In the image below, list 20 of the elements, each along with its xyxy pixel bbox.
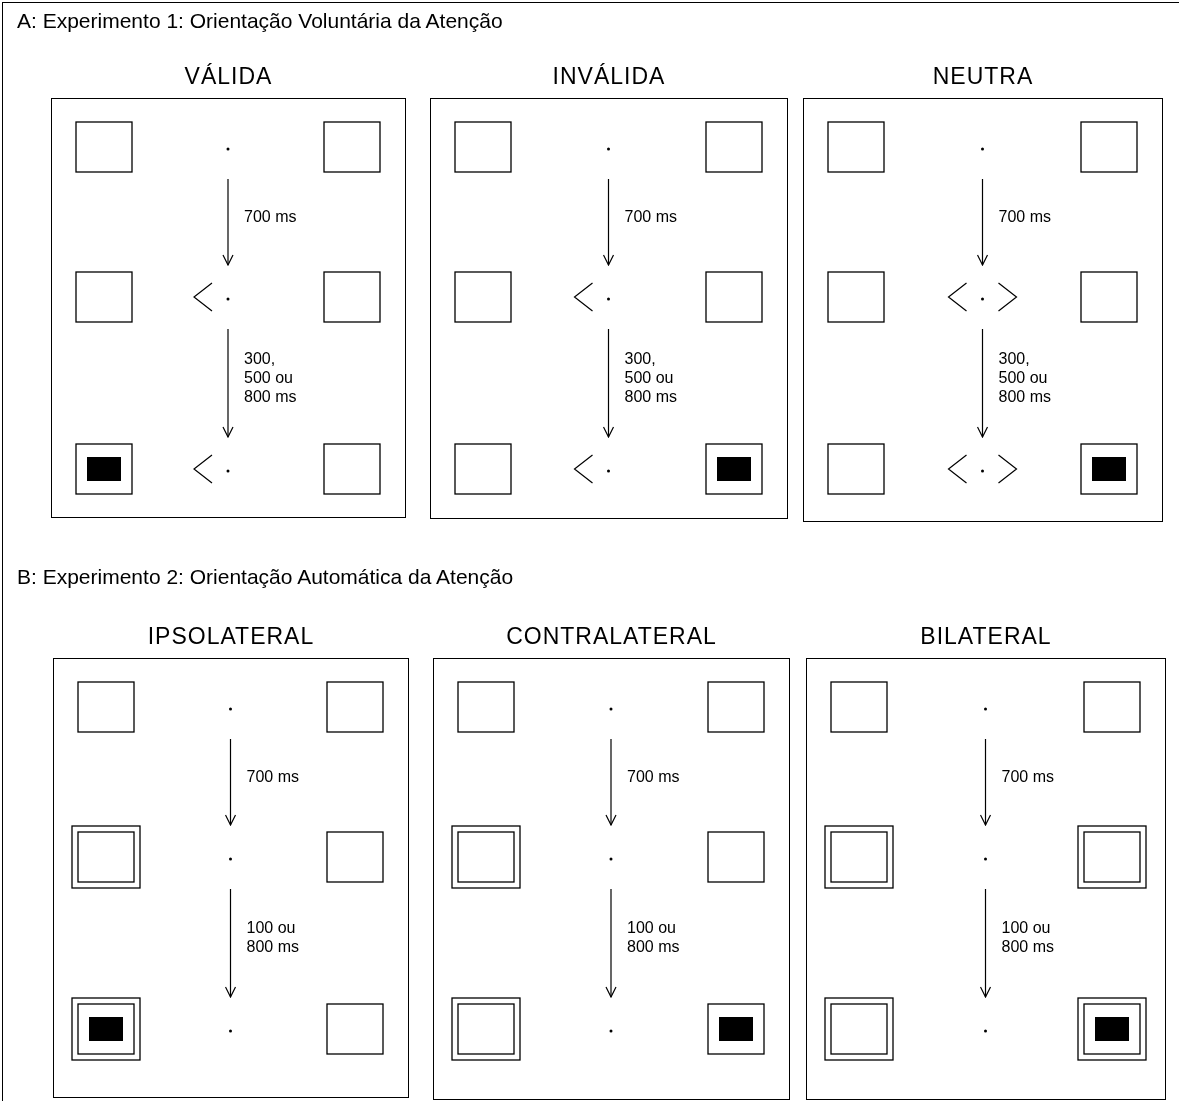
arrow (605, 888, 617, 998)
arrow (605, 738, 617, 826)
condition-heading: BILATERAL (920, 622, 1052, 650)
arrow (602, 178, 615, 266)
arrow (224, 738, 237, 826)
arrow (979, 888, 992, 998)
arrow (979, 738, 992, 826)
arrow (222, 178, 234, 266)
condition-heading: INVÁLIDA (552, 62, 666, 90)
condition-heading: CONTRALATERAL (506, 622, 717, 650)
arrow (224, 888, 237, 998)
condition-heading: IPSOLATERAL (147, 622, 315, 650)
arrow (602, 328, 615, 438)
arrow (976, 328, 989, 438)
section-heading: A: Experimento 1: Orientação Voluntária da Atenção (17, 9, 503, 33)
condition-heading: NEUTRA (932, 62, 1034, 90)
arrow (222, 328, 234, 438)
arrow (976, 178, 989, 266)
section-heading: B: Experimento 2: Orientação Automática da Atenção (17, 565, 514, 589)
condition-heading: VÁLIDA (184, 62, 273, 90)
